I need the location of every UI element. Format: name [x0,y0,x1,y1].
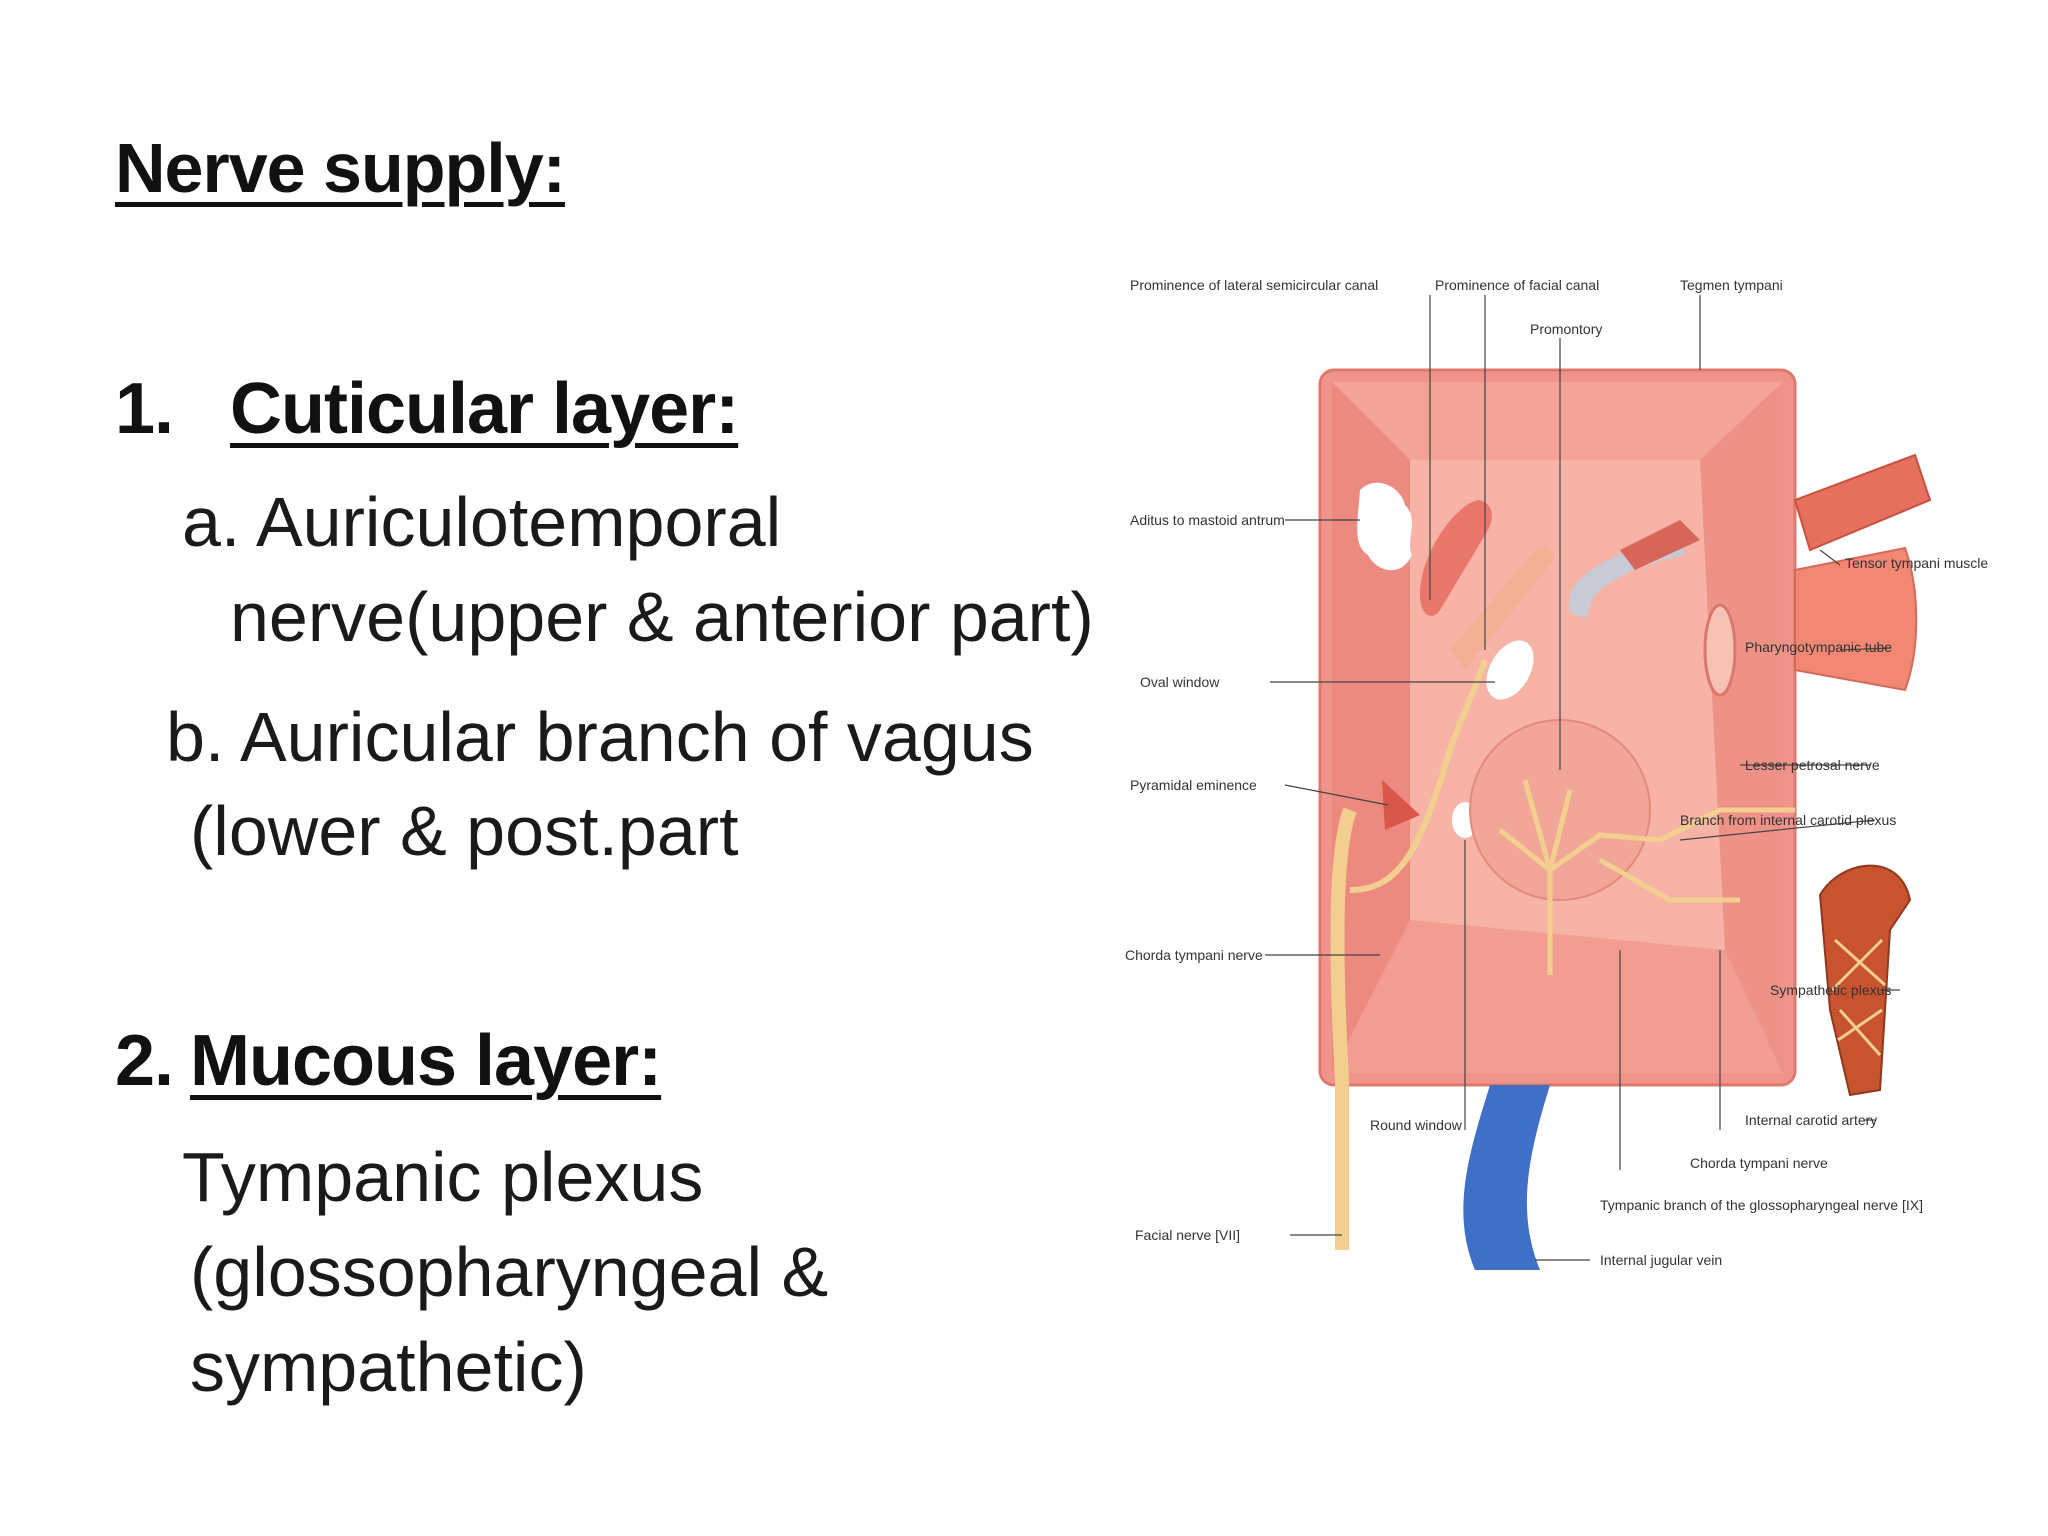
tympanic-cavity-diagram: Prominence of lateral semicircular canal… [1120,250,2040,1350]
tube-opening [1703,603,1737,697]
item-1-line-a: a. Auriculotemporal [182,483,782,561]
tensor-tendon [1620,520,1700,570]
label-aditus: Aditus to mastoid antrum [1130,512,1285,528]
top-wall [1332,382,1783,460]
label-facial-canal: Prominence of facial canal [1435,277,1599,293]
right-wall [1700,382,1783,1073]
item-2-number: 2. [115,1021,174,1101]
item-1-title: Cuticular layer: [230,369,739,449]
tympanic-plexus [1498,779,1795,975]
label-chorda-right: Chorda tympani nerve [1690,1155,1828,1171]
facial-nerve [1330,807,1357,1250]
label-facial-nerve: Facial nerve [VII] [1135,1227,1240,1243]
item-2-line-3: sympathetic) [190,1328,587,1406]
aditus-opening [1357,482,1412,571]
page-title: Nerve supply: [115,129,566,207]
bottom-wall [1332,920,1783,1073]
label-sympathetic: Sympathetic plexus [1770,982,1891,998]
internal-carotid-artery [1818,864,1912,1097]
item-1-line-b2: (lower & post.part [190,792,739,870]
label-oval-window: Oval window [1140,674,1220,690]
sympathetic-plexus [1830,938,1887,1056]
label-promontory: Promontory [1530,321,1602,337]
label-chorda-left: Chorda tympani nerve [1125,947,1263,963]
label-pyramidal: Pyramidal eminence [1130,777,1257,793]
pharyngotympanic-tube [1794,546,1918,692]
facial-canal-prominence [1450,545,1554,670]
label-internal-carotid: Internal carotid artery [1745,1112,1877,1128]
item-1-line-a2: nerve(upper & anterior part) [230,578,1094,656]
item-2-heading: 2.Mucous layer: [115,1020,662,1102]
oval-window [1486,640,1534,700]
label-lesser-petrosal: Lesser petrosal nerve [1745,757,1880,773]
internal-jugular-vein [1463,1085,1550,1270]
item-1-heading: 1. Cuticular layer: [115,368,739,450]
label-pharyngotympanic: Pharyngotympanic tube [1745,639,1892,655]
item-2-line-1: Tympanic plexus [182,1138,704,1216]
tensor-tympani-muscle [1793,453,1932,552]
pyramidal-eminence [1382,780,1420,830]
label-carotid-plexus: Branch from internal carotid plexus [1680,812,1896,828]
item-1-line-b: b. Auricular branch of vagus [166,698,1034,776]
label-tegmen: Tegmen tympani [1680,277,1783,293]
label-round-window: Round window [1370,1117,1463,1133]
label-tympanic-branch: Tympanic branch of the glossopharyngeal … [1600,1197,1923,1213]
label-jugular: Internal jugular vein [1600,1252,1722,1268]
item-2-line-2: (glossopharyngeal & [190,1233,829,1311]
lateral-canal-prominence [1420,500,1492,616]
chorda-tympani [1349,659,1488,893]
label-tensor: Tensor tympani muscle [1845,555,1988,571]
item-2-title: Mucous layer: [190,1021,662,1101]
item-1-number: 1. [115,369,174,449]
leader-lines [1265,295,1900,1261]
diagram-svg: Prominence of lateral semicircular canal… [1125,277,1988,1270]
label-lateral-canal: Prominence of lateral semicircular canal [1130,277,1378,293]
